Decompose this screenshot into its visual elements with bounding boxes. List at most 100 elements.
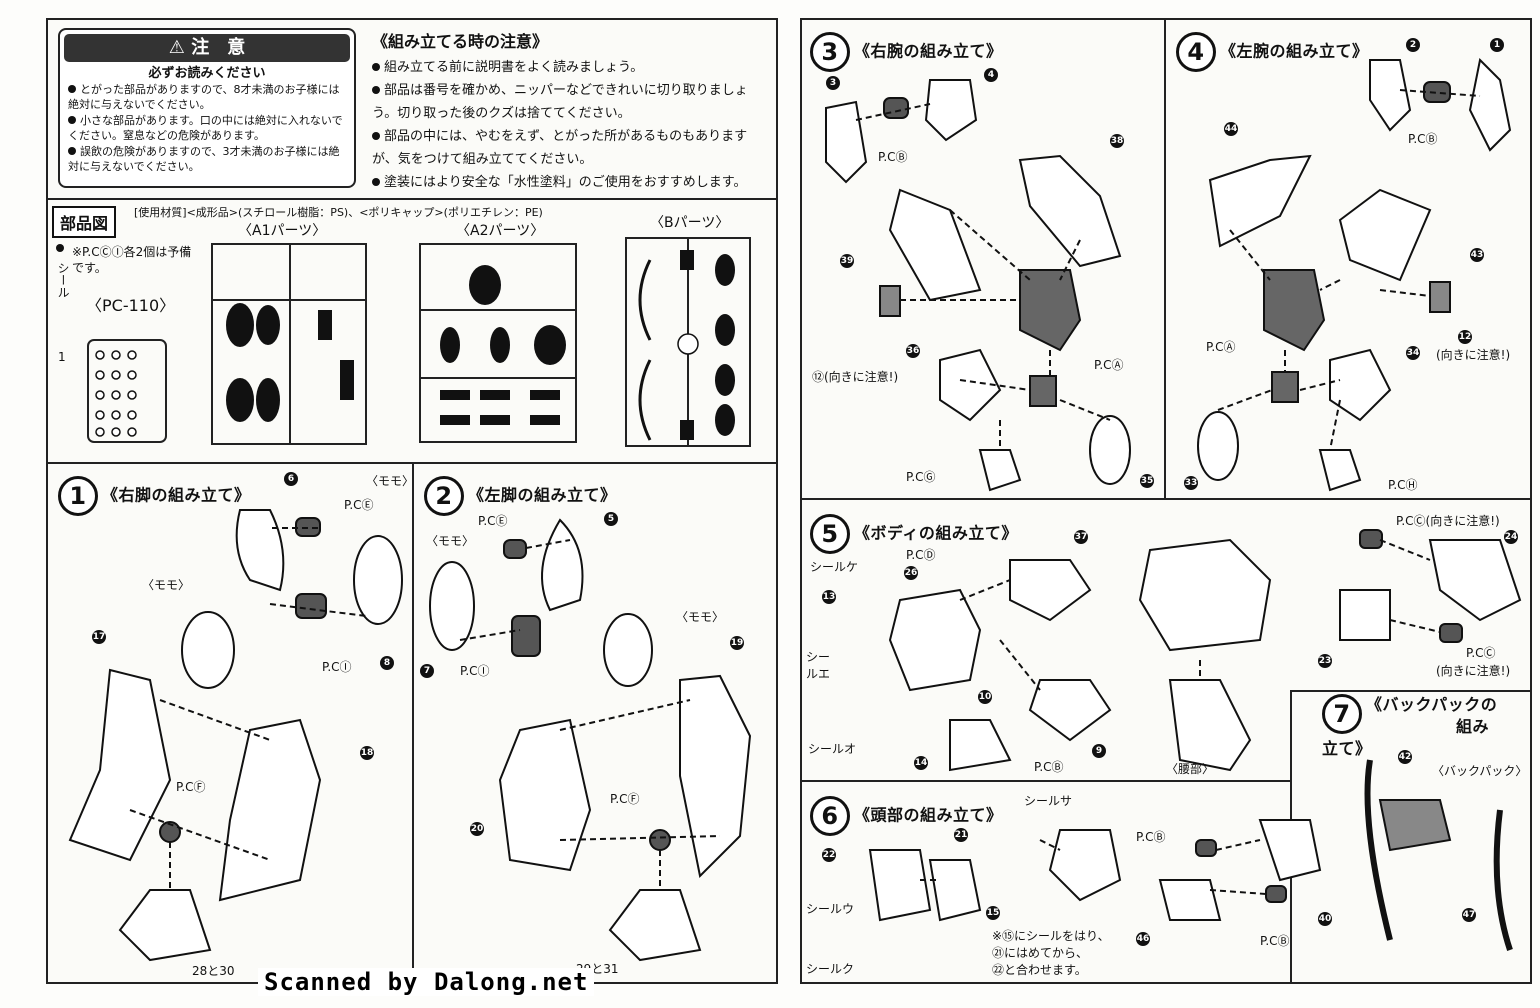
assembly-note-item: 組み立てる前に説明書をよく読みましょう。 bbox=[372, 56, 772, 79]
step1-pc-f: P.CⒻ bbox=[176, 780, 206, 794]
step6-seal-ku: シールク bbox=[806, 962, 855, 976]
step1-label-momo-2: 〈モモ〉 bbox=[142, 578, 191, 592]
step2-part-7: 7 bbox=[420, 664, 434, 678]
step1-pc-e: P.CⒺ bbox=[344, 498, 374, 512]
scan-credit: Scanned by Dalong.net bbox=[258, 968, 595, 996]
step3-part-3: 3 bbox=[826, 76, 840, 90]
step1-part-17: 17 bbox=[92, 630, 106, 644]
step3-part-35: 35 bbox=[1140, 474, 1154, 488]
seal-count: 1 bbox=[58, 350, 66, 364]
assembly-notes-title: 《組み立てる時の注意》 bbox=[372, 32, 549, 51]
step2-part-20: 20 bbox=[470, 822, 484, 836]
step-4-title: 4《左腕の組み立て》 bbox=[1176, 32, 1369, 72]
step4-part-44: 44 bbox=[1224, 122, 1238, 136]
step3-pc-b: P.CⒷ bbox=[878, 150, 908, 164]
step-3-title: 3《右腕の組み立て》 bbox=[810, 32, 1003, 72]
step6-part-21: 21 bbox=[954, 828, 968, 842]
step2-label-momo: 〈モモ〉 bbox=[426, 534, 475, 548]
step6-part-22: 22 bbox=[822, 848, 836, 862]
step-6-title: 6《頭部の組み立て》 bbox=[810, 796, 1003, 836]
step4-part-43: 43 bbox=[1470, 248, 1484, 262]
step7-backpack-label: 〈バックパック〉 bbox=[1432, 764, 1528, 778]
step6-seal-sa: シールサ bbox=[1024, 794, 1073, 808]
step5-pc-b: P.CⒷ bbox=[1034, 760, 1064, 774]
parts-title: 部品図 bbox=[52, 206, 117, 238]
a1-label: 〈A1パーツ〉 bbox=[238, 223, 327, 239]
step4-part-2: 2 bbox=[1406, 38, 1420, 52]
pc-note: ※P.CⒸⒾ各2個は予備です。 bbox=[72, 245, 192, 275]
step4-part-12: 12 bbox=[1458, 330, 1472, 344]
step1-part-28-30: 28と30 bbox=[192, 964, 235, 978]
assembly-note-item: 部品の中には、やむをえず、とがった所があるものもありますが、気をつけて組み立てて… bbox=[372, 129, 748, 167]
step5-part-37: 37 bbox=[1074, 530, 1088, 544]
step4-pc-h: P.CⒽ bbox=[1388, 478, 1418, 492]
step1-pc-i: P.CⒾ bbox=[322, 660, 352, 674]
step2-pc-e: P.CⒺ bbox=[478, 514, 508, 528]
pc-code: 〈PC-110〉 bbox=[86, 296, 176, 315]
step3-pc-g: P.CⒼ bbox=[906, 470, 936, 484]
step-1-title: 1《右脚の組み立て》 bbox=[58, 476, 251, 516]
step1-part-18: 18 bbox=[360, 746, 374, 760]
step4-pc-b: P.CⒷ bbox=[1408, 132, 1438, 146]
step5-waist-label: 〈腰部〉 bbox=[1166, 762, 1215, 776]
step3-orientation-note: ⑫(向きに注意!) bbox=[812, 370, 899, 384]
step3-part-36: 36 bbox=[906, 344, 920, 358]
step6-seal-u: シールウ bbox=[806, 902, 855, 916]
parts-materials: [使用材質]<成形品>(スチロール樹脂：PS)、<ポリキャップ>(ポリエチレン：… bbox=[134, 206, 543, 219]
step5-part-23: 23 bbox=[1318, 654, 1332, 668]
step6-part-40: 40 bbox=[1318, 912, 1332, 926]
step5-seal-o: シールオ bbox=[808, 742, 857, 756]
step5-orientation-note: (向きに注意!) bbox=[1436, 664, 1511, 678]
step7-part-47: 47 bbox=[1462, 908, 1476, 922]
step6-pc-b-2: P.CⒷ bbox=[1260, 934, 1290, 948]
head-seal-note: ※⑮にシールをはり、㉑にはめてから、㉒と合わせます。 bbox=[992, 929, 1110, 977]
step3-part-4: 4 bbox=[984, 68, 998, 82]
step2-pc-i: P.CⒾ bbox=[460, 664, 490, 678]
step4-orientation-note: (向きに注意!) bbox=[1436, 348, 1511, 362]
step1-part-6: 6 bbox=[284, 472, 298, 486]
step3-part-39: 39 bbox=[840, 254, 854, 268]
b-label: 〈Bパーツ〉 bbox=[650, 215, 730, 231]
step-5-title: 5《ボディの組み立て》 bbox=[810, 514, 1018, 554]
assembly-note-item: 部品は番号を確かめ、ニッパーなどできれいに切り取りましょう。切り取った後のクズは… bbox=[372, 83, 748, 121]
step5-part-14: 14 bbox=[914, 756, 928, 770]
step3-part-38: 38 bbox=[1110, 134, 1124, 148]
step6-pc-b: P.CⒷ bbox=[1136, 830, 1166, 844]
step2-part-5: 5 bbox=[604, 512, 618, 526]
step5-part-9: 9 bbox=[1092, 744, 1106, 758]
caution-item: とがった部品がありますので、8才未満のお子様には絶対に与えないでください。 bbox=[68, 82, 340, 111]
step5-seal-e: シールエ bbox=[806, 650, 831, 681]
step5-seal-ke: シールケ bbox=[810, 560, 859, 574]
step-2-title: 2《左脚の組み立て》 bbox=[424, 476, 617, 516]
caution-item: 誤飲の危険がありますので、3才未満のお子様には絶対に与えないでください。 bbox=[68, 144, 340, 173]
caution-title: 注 意 bbox=[191, 37, 246, 58]
step5-pc-c: P.CⒸ bbox=[1466, 646, 1496, 660]
step6-part-15: 15 bbox=[986, 906, 1000, 920]
parts-panel bbox=[46, 198, 778, 464]
caution-subtitle: 必ずお読みください bbox=[148, 66, 266, 81]
caution-box: ⚠ 注 意 必ずお読みください とがった部品がありますので、8才未満のお子様には… bbox=[58, 28, 356, 188]
step5-part-13: 13 bbox=[822, 590, 836, 604]
assembly-notes: 《組み立てる時の注意》 組み立てる前に説明書をよく読みましょう。 部品は番号を確… bbox=[372, 28, 772, 194]
step3-pc-a: P.CⒶ bbox=[1094, 358, 1124, 372]
step2-label-momo-2: 〈モモ〉 bbox=[676, 610, 725, 624]
step-7-title: 7 《バックパックの組み立て》 bbox=[1322, 694, 1498, 758]
step4-part-1: 1 bbox=[1490, 38, 1504, 52]
step6-part-46: 46 bbox=[1136, 932, 1150, 946]
step2-part-19: 19 bbox=[730, 636, 744, 650]
a2-label: 〈A2パーツ〉 bbox=[456, 223, 545, 239]
caution-item: 小さな部品があります。口の中には絶対に入れないでください。窒息などの危険がありま… bbox=[68, 113, 343, 142]
step5-part-24: 24 bbox=[1504, 530, 1518, 544]
step4-part-34: 34 bbox=[1406, 346, 1420, 360]
step7-part-42: 42 bbox=[1398, 750, 1412, 764]
step4-part-33: 33 bbox=[1184, 476, 1198, 490]
step5-part-10: 10 bbox=[978, 690, 992, 704]
warning-triangle-icon: ⚠ bbox=[168, 37, 185, 58]
step4-pc-a: P.CⒶ bbox=[1206, 340, 1236, 354]
step1-label-momo: 〈モモ〉 bbox=[366, 474, 415, 488]
assembly-note-item: 塗装にはより安全な「水性塗料」のご使用をおすすめします。 bbox=[372, 171, 772, 194]
step5-part-26: 26 bbox=[904, 566, 918, 580]
step5-pc-c-note: P.CⒸ(向きに注意!) bbox=[1396, 514, 1500, 528]
